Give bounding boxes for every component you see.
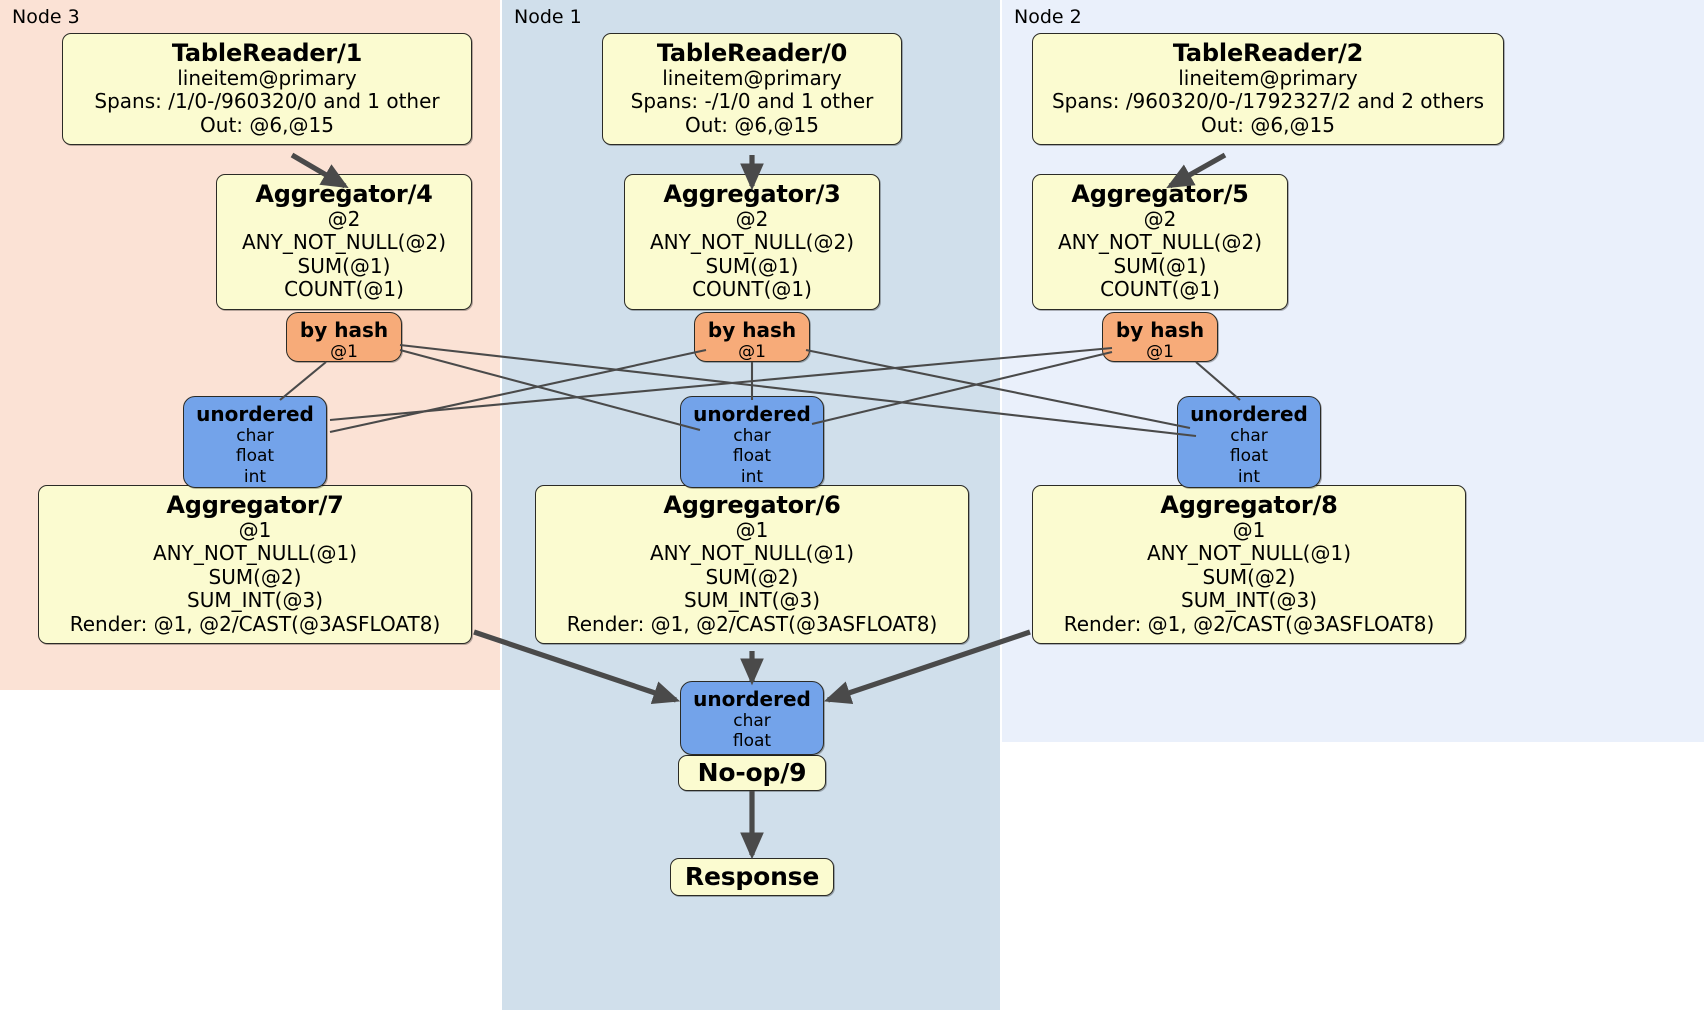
box-line: ANY_NOT_NULL(@1): [650, 541, 854, 566]
box-line: Spans: /960320/0-/1792327/2 and 2 others: [1051, 89, 1484, 114]
box-line: Out: @6,@15: [200, 112, 334, 137]
router-title: by hash: [1115, 318, 1205, 342]
box-line: Out: @6,@15: [685, 112, 819, 137]
router-line: char: [733, 711, 771, 731]
box-line: SUM(@2): [208, 564, 302, 589]
router-line: @1: [1146, 342, 1174, 362]
node-panel-label-node3: Node 3: [12, 6, 80, 28]
box-line: lineitem@primary: [662, 66, 842, 91]
processor-box-table-reader-2[interactable]: TableReader/2 lineitem@primary Spans: /9…: [1032, 33, 1504, 146]
box-line: ANY_NOT_NULL(@1): [1147, 541, 1351, 566]
processor-box-table-reader-1[interactable]: TableReader/1 lineitem@primary Spans: /1…: [62, 33, 472, 146]
router-line: int: [1237, 466, 1261, 487]
router-title: by hash: [299, 318, 389, 342]
box-title: TableReader/1: [171, 39, 363, 67]
box-title: Aggregator/7: [166, 491, 344, 519]
box-line: ANY_NOT_NULL(@2): [650, 230, 854, 255]
box-line: lineitem@primary: [177, 66, 357, 91]
box-title: TableReader/0: [656, 39, 848, 67]
router-title: unordered: [693, 687, 811, 711]
router-line: char: [1230, 426, 1268, 446]
box-line: @2: [327, 207, 361, 232]
processor-box-aggregator-3[interactable]: Aggregator/3 @2 ANY_NOT_NULL(@2) SUM(@1)…: [624, 174, 880, 310]
router-line: float: [732, 731, 772, 752]
box-title: Response: [684, 862, 820, 892]
box-line: Render: @1, @2/CAST(@3ASFLOAT8): [69, 611, 441, 636]
processor-box-aggregator-6[interactable]: Aggregator/6 @1 ANY_NOT_NULL(@1) SUM(@2)…: [535, 485, 969, 645]
router-line: char: [733, 426, 771, 446]
box-title: Aggregator/8: [1160, 491, 1338, 519]
router-line: float: [732, 446, 772, 467]
box-line: SUM(@1): [705, 253, 799, 278]
box-line: SUM(@2): [1202, 564, 1296, 589]
box-line: Spans: -/1/0 and 1 other: [630, 89, 874, 114]
processor-box-table-reader-0[interactable]: TableReader/0 lineitem@primary Spans: -/…: [602, 33, 902, 146]
router-title: by hash: [707, 318, 797, 342]
router-title: unordered: [693, 402, 811, 426]
router-unordered-mid[interactable]: unordered char float int: [680, 396, 824, 488]
router-line: int: [740, 466, 764, 487]
processor-box-aggregator-7[interactable]: Aggregator/7 @1 ANY_NOT_NULL(@1) SUM(@2)…: [38, 485, 472, 645]
box-line: Render: @1, @2/CAST(@3ASFLOAT8): [566, 611, 938, 636]
box-line: ANY_NOT_NULL(@2): [1058, 230, 1262, 255]
box-title: TableReader/2: [1172, 39, 1364, 67]
processor-box-noop-9[interactable]: No-op/9: [678, 755, 826, 791]
router-line: float: [235, 446, 275, 467]
box-line: SUM(@2): [705, 564, 799, 589]
router-unordered-final[interactable]: unordered char float: [680, 681, 824, 755]
box-line: SUM_INT(@3): [684, 588, 820, 613]
box-line: Spans: /1/0-/960320/0 and 1 other: [94, 89, 440, 114]
box-line: @2: [1143, 207, 1177, 232]
box-title: Aggregator/3: [663, 180, 841, 208]
box-title: No-op/9: [697, 758, 807, 788]
box-line: COUNT(@1): [692, 277, 812, 302]
box-line: SUM_INT(@3): [1181, 588, 1317, 613]
box-line: ANY_NOT_NULL(@2): [242, 230, 446, 255]
router-unordered-left[interactable]: unordered char float int: [183, 396, 327, 488]
router-by-hash-mid[interactable]: by hash @1: [694, 312, 810, 362]
router-by-hash-right[interactable]: by hash @1: [1102, 312, 1218, 362]
processor-box-aggregator-4[interactable]: Aggregator/4 @2 ANY_NOT_NULL(@2) SUM(@1)…: [216, 174, 472, 310]
box-line: Render: @1, @2/CAST(@3ASFLOAT8): [1063, 611, 1435, 636]
box-title: Aggregator/4: [255, 180, 433, 208]
box-line: SUM_INT(@3): [187, 588, 323, 613]
router-line: @1: [738, 342, 766, 362]
node-panel-label-node2: Node 2: [1014, 6, 1082, 28]
box-line: lineitem@primary: [1178, 66, 1358, 91]
router-line: @1: [330, 342, 358, 362]
router-by-hash-left[interactable]: by hash @1: [286, 312, 402, 362]
router-title: unordered: [1190, 402, 1308, 426]
box-line: COUNT(@1): [1100, 277, 1220, 302]
router-line: int: [243, 466, 267, 487]
box-line: @1: [735, 518, 769, 543]
box-line: ANY_NOT_NULL(@1): [153, 541, 357, 566]
node-panel-label-node1: Node 1: [514, 6, 582, 28]
box-title: Aggregator/6: [663, 491, 841, 519]
processor-box-aggregator-8[interactable]: Aggregator/8 @1 ANY_NOT_NULL(@1) SUM(@2)…: [1032, 485, 1466, 645]
box-line: @1: [238, 518, 272, 543]
router-line: float: [1229, 446, 1269, 467]
box-line: Out: @6,@15: [1201, 112, 1335, 137]
router-unordered-right[interactable]: unordered char float int: [1177, 396, 1321, 488]
box-title: Aggregator/5: [1071, 180, 1249, 208]
router-title: unordered: [196, 402, 314, 426]
box-line: SUM(@1): [1113, 253, 1207, 278]
box-line: @1: [1232, 518, 1266, 543]
router-line: char: [236, 426, 274, 446]
box-line: COUNT(@1): [284, 277, 404, 302]
processor-box-response[interactable]: Response: [670, 858, 834, 896]
box-line: @2: [735, 207, 769, 232]
processor-box-aggregator-5[interactable]: Aggregator/5 @2 ANY_NOT_NULL(@2) SUM(@1)…: [1032, 174, 1288, 310]
box-line: SUM(@1): [297, 253, 391, 278]
